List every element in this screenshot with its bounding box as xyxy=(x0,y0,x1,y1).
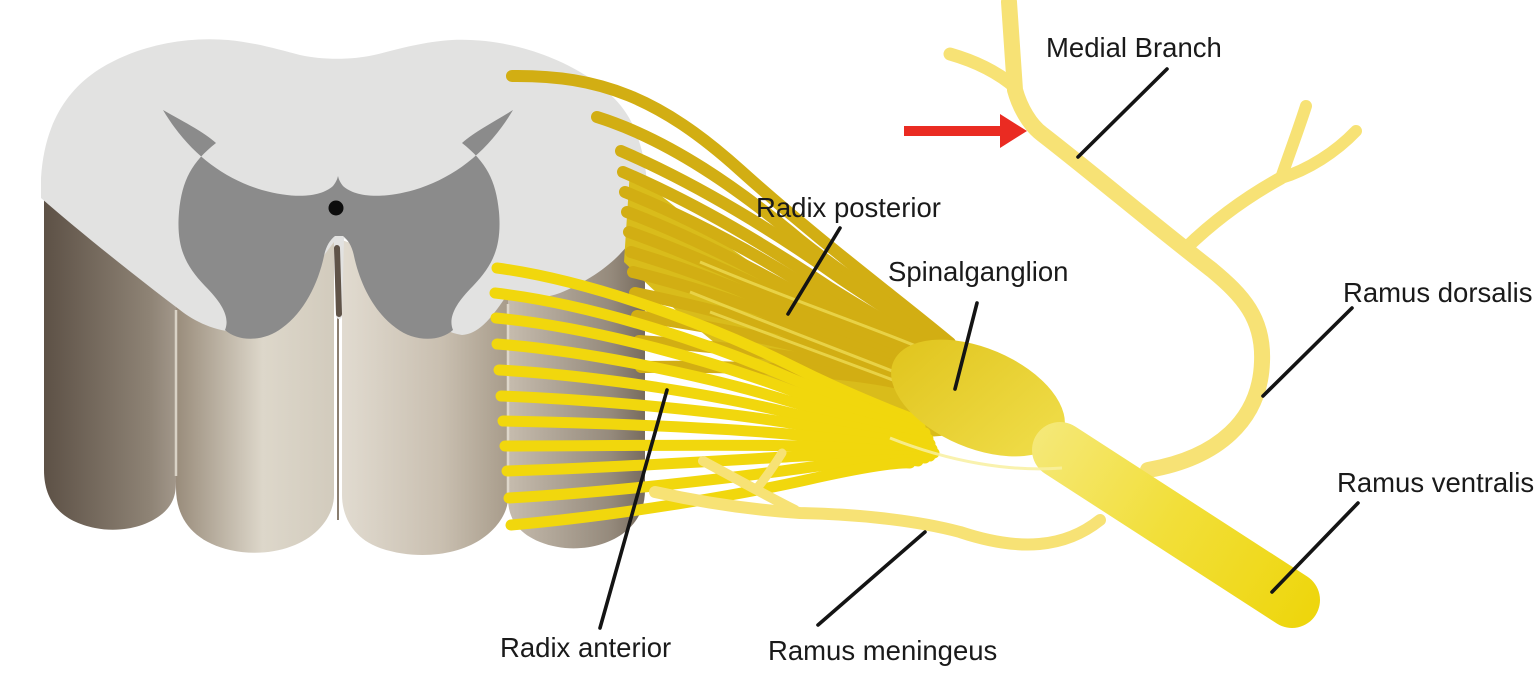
anterior-median-fissure xyxy=(334,245,342,317)
pointer-ramus-meningeus xyxy=(816,530,927,627)
ventral-rootlets xyxy=(489,262,940,531)
pointer-radix-anterior xyxy=(598,388,669,630)
pointer-medial-branch xyxy=(1076,67,1169,159)
ramus-dorsalis-branch xyxy=(943,0,1362,478)
lateral-branch-fork-up xyxy=(1275,100,1312,184)
pointer-radix-posterior xyxy=(786,226,842,316)
ventral-rootlet xyxy=(491,338,934,445)
ramus-ventralis-trunk xyxy=(1032,422,1320,628)
label-ramus-meningeus: Ramus meningeus xyxy=(768,635,997,666)
bundle-streak xyxy=(699,260,931,354)
medial-branch-left-arm xyxy=(943,47,1023,95)
ramus-meningeus-branch xyxy=(649,448,1106,551)
lateral-branch-fork-right xyxy=(1275,125,1362,184)
label-medial-branch: Medial Branch xyxy=(1046,32,1222,63)
gray-matter xyxy=(163,110,513,339)
ventral-rootlet xyxy=(490,312,931,439)
label-radix-posterior: Radix posterior xyxy=(756,192,941,223)
lateral-branch xyxy=(1179,171,1288,255)
label-ramus-ventralis: Ramus ventralis xyxy=(1337,467,1534,498)
spinal-ganglion xyxy=(891,339,1065,457)
label-ramus-dorsalis: Ramus dorsalis xyxy=(1343,277,1533,308)
dorsal-rootlet xyxy=(615,145,960,362)
label-radix-anterior: Radix anterior xyxy=(500,632,671,663)
ramus-meningeus-fork xyxy=(698,456,800,515)
ramus-dorsalis-loop-and-medial-branch xyxy=(1001,0,1271,478)
ramus-meningeus-twig xyxy=(753,448,787,492)
pointer-spinalganglion xyxy=(953,301,979,391)
ventral-rootlet xyxy=(489,287,926,433)
pointer-ramus-ventralis xyxy=(1270,501,1360,594)
ventral-rootlet xyxy=(505,457,916,531)
ramus-meningeus-main xyxy=(649,486,1106,551)
central-canal-dot xyxy=(328,200,344,216)
dorsal-rootlet xyxy=(506,69,956,349)
ventral-rootlet xyxy=(491,262,921,426)
red-arrow xyxy=(904,114,1027,148)
pointer-ramus-dorsalis xyxy=(1261,306,1354,398)
label-spinalganglion: Spinalganglion xyxy=(888,256,1068,287)
label-pointers xyxy=(598,67,1360,630)
ganglion-underside-highlight xyxy=(889,436,1063,471)
